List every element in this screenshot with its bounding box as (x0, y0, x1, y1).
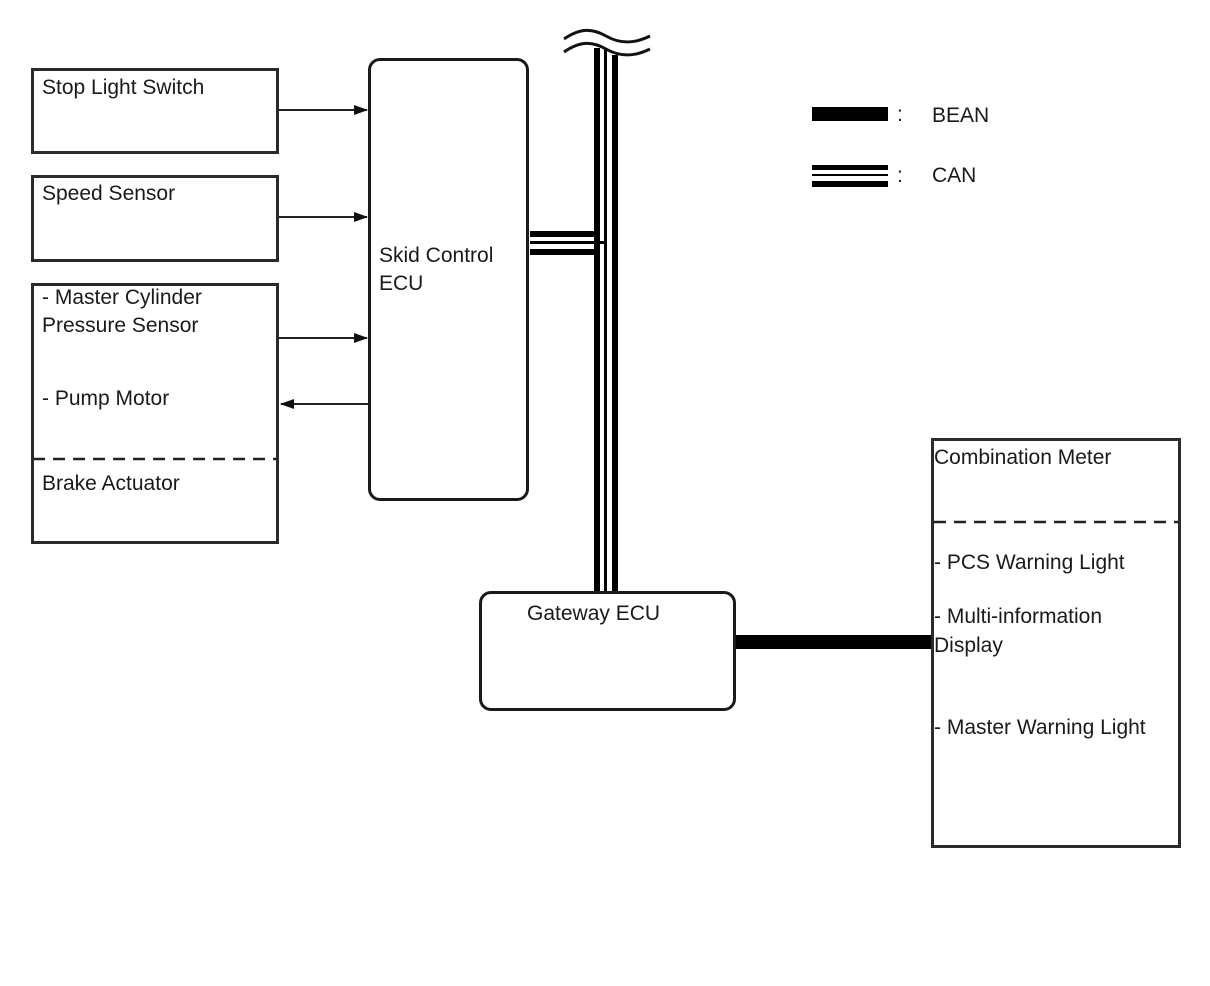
display-label: Display (934, 634, 1003, 657)
pressure-sensor-label: Pressure Sensor (42, 314, 199, 337)
brake-actuator-box (31, 283, 279, 544)
master-warning-light-label: - Master Warning Light (934, 716, 1146, 739)
legend-bean-separator: : (897, 103, 903, 126)
pcs-warning-light-label: - PCS Warning Light (934, 551, 1125, 574)
pump-motor-label: - Pump Motor (42, 387, 170, 410)
speed-sensor-box (31, 175, 279, 262)
skid-control-ecu-box (368, 58, 529, 501)
legend-bean-symbol (812, 107, 888, 121)
multi-information-label: - Multi-information (934, 605, 1103, 628)
combination-meter-box (931, 438, 1181, 848)
legend-can-separator: : (897, 164, 903, 187)
legend-bean-label: BEAN (932, 104, 990, 127)
master-cylinder-label: - Master Cylinder (42, 286, 202, 309)
can-bus-branch-skid-ecu (530, 231, 607, 255)
combination-meter-title: Combination Meter (934, 446, 1112, 469)
stop-light-switch-box (31, 68, 279, 154)
brake-actuator-title: Brake Actuator (42, 472, 180, 495)
skid-control-ecu-label-line1: Skid Control (379, 244, 494, 267)
line-break-symbol (563, 28, 651, 57)
skid-control-ecu-label-line2: ECU (379, 272, 424, 295)
legend-can-symbol (812, 165, 888, 187)
stop-light-switch-label: Stop Light Switch (42, 76, 205, 99)
gateway-ecu-label: Gateway ECU (527, 602, 661, 625)
bean-bus (735, 635, 933, 649)
gateway-ecu-box (479, 591, 736, 711)
speed-sensor-label: Speed Sensor (42, 182, 176, 205)
can-bus-vertical (594, 48, 618, 593)
legend-can-label: CAN (932, 164, 977, 187)
